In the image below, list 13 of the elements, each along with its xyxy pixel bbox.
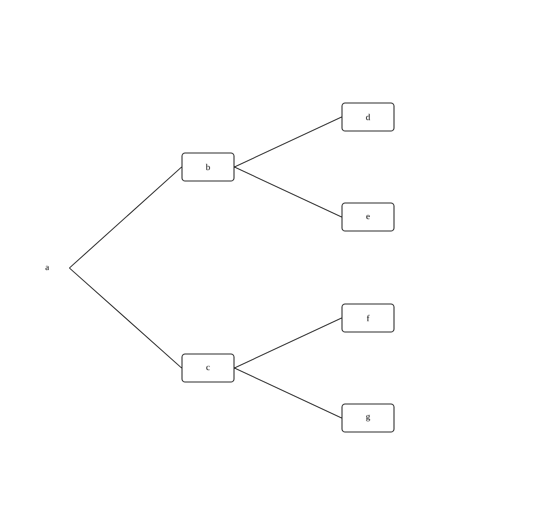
connector-line <box>69 166 182 268</box>
node-box: g <box>342 404 394 432</box>
node-box: b <box>182 152 234 182</box>
node-box: c <box>182 354 234 382</box>
node-box: e <box>342 202 394 232</box>
connector-line <box>234 116 342 168</box>
node-label: a <box>46 266 50 270</box>
connector-line <box>234 166 342 218</box>
connector-line <box>234 318 342 368</box>
node-box: d <box>342 102 394 132</box>
connector-line <box>69 268 182 368</box>
connector-line <box>234 368 342 418</box>
node-box: f <box>342 304 394 332</box>
